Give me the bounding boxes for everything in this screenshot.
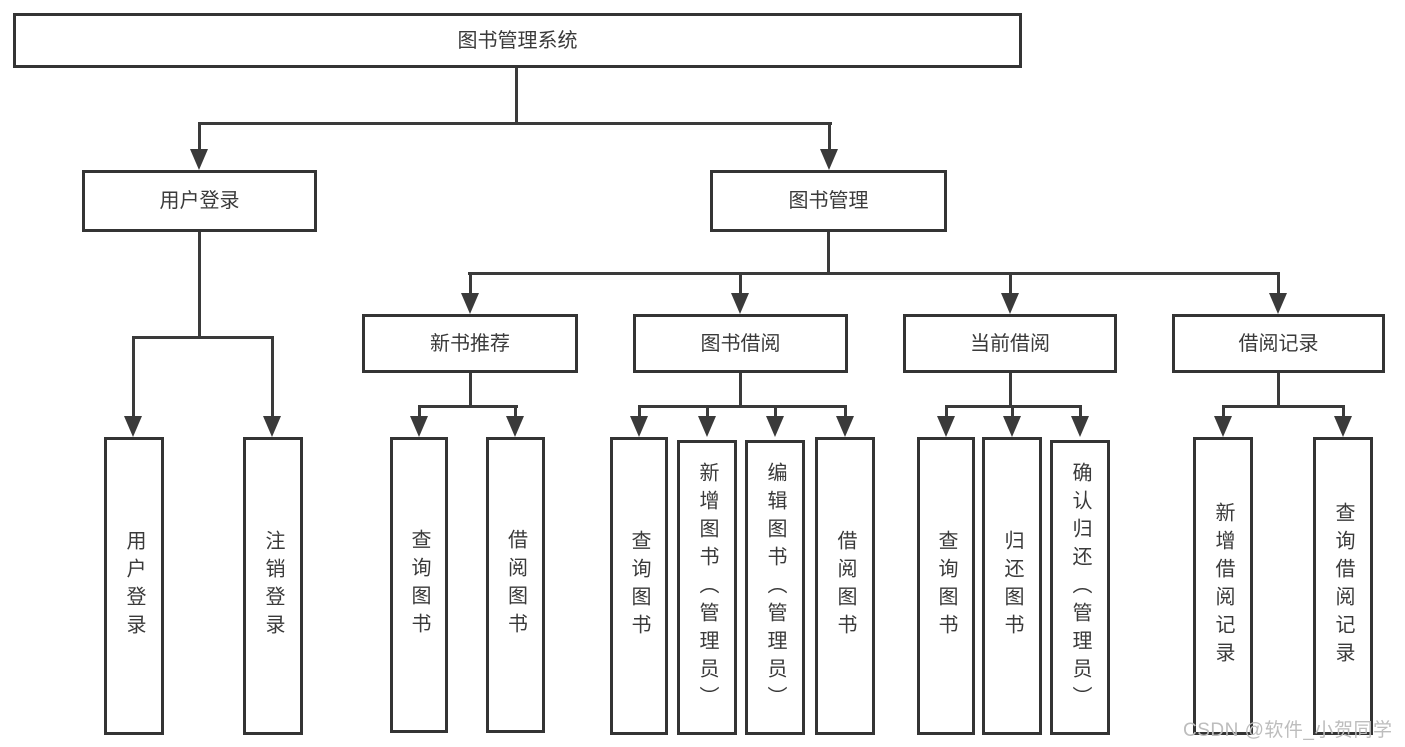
connector-line bbox=[1222, 405, 1225, 420]
node-book-borrowing: 图书借阅 bbox=[633, 314, 848, 373]
arrow-down-icon bbox=[820, 149, 838, 170]
node-borrowing-records: 借阅记录 bbox=[1172, 314, 1385, 373]
connector-line bbox=[638, 405, 846, 408]
arrow-down-icon bbox=[630, 416, 648, 437]
node-book-management: 图书管理 bbox=[710, 170, 947, 232]
arrow-down-icon bbox=[506, 416, 524, 437]
connector-line bbox=[638, 405, 641, 420]
connector-line bbox=[515, 68, 518, 125]
connector-line bbox=[198, 230, 201, 339]
leaf-query-books: 查询图书 bbox=[610, 437, 668, 735]
arrow-down-icon bbox=[1214, 416, 1232, 437]
connector-line bbox=[198, 122, 201, 154]
connector-line bbox=[418, 405, 421, 420]
connector-line bbox=[1011, 405, 1014, 420]
node-root-system: 图书管理系统 bbox=[13, 13, 1022, 68]
arrow-down-icon bbox=[1001, 293, 1019, 314]
connector-line bbox=[774, 405, 777, 420]
arrow-down-icon bbox=[731, 293, 749, 314]
csdn-watermark: CSDN @软件_小贺同学 bbox=[1183, 720, 1393, 741]
leaf-logout: 注销登录 bbox=[243, 437, 303, 735]
arrow-down-icon bbox=[410, 416, 428, 437]
arrow-down-icon bbox=[937, 416, 955, 437]
connector-line bbox=[469, 272, 472, 298]
connector-line bbox=[1342, 405, 1345, 420]
connector-line bbox=[1277, 371, 1280, 408]
connector-line bbox=[468, 272, 1280, 275]
leaf-user-login: 用户登录 bbox=[104, 437, 164, 735]
connector-line bbox=[739, 371, 742, 408]
arrow-down-icon bbox=[124, 416, 142, 437]
leaf-borrow-books: 借阅图书 bbox=[486, 437, 545, 733]
connector-line bbox=[827, 230, 830, 275]
node-user-login: 用户登录 bbox=[82, 170, 317, 232]
node-current-borrowing: 当前借阅 bbox=[903, 314, 1117, 373]
connector-line bbox=[271, 336, 274, 420]
connector-line bbox=[198, 122, 832, 125]
leaf-return-books: 归还图书 bbox=[982, 437, 1042, 735]
connector-line bbox=[706, 405, 709, 420]
leaf-confirm-return-admin: 确认归还（管理员） bbox=[1050, 440, 1110, 735]
connector-line bbox=[1009, 371, 1012, 408]
leaf-query-borrow-record: 查询借阅记录 bbox=[1313, 437, 1373, 735]
arrow-down-icon bbox=[1269, 293, 1287, 314]
connector-line bbox=[418, 405, 518, 408]
connector-line bbox=[844, 405, 847, 420]
connector-line bbox=[132, 336, 135, 420]
arrow-down-icon bbox=[1003, 416, 1021, 437]
leaf-query-books: 查询图书 bbox=[390, 437, 448, 733]
connector-line bbox=[469, 371, 472, 408]
connector-line bbox=[828, 122, 831, 154]
leaf-add-borrow-record: 新增借阅记录 bbox=[1193, 437, 1253, 735]
connector-line bbox=[1222, 405, 1344, 408]
arrow-down-icon bbox=[766, 416, 784, 437]
leaf-add-book-admin: 新增图书（管理员） bbox=[677, 440, 737, 735]
connector-line bbox=[945, 405, 948, 420]
leaf-query-books: 查询图书 bbox=[917, 437, 975, 735]
connector-line bbox=[132, 336, 274, 339]
arrow-down-icon bbox=[1071, 416, 1089, 437]
node-new-book-recommendation: 新书推荐 bbox=[362, 314, 578, 373]
arrow-down-icon bbox=[263, 416, 281, 437]
arrow-down-icon bbox=[461, 293, 479, 314]
arrow-down-icon bbox=[190, 149, 208, 170]
arrow-down-icon bbox=[836, 416, 854, 437]
connector-line bbox=[739, 272, 742, 298]
arrow-down-icon bbox=[1334, 416, 1352, 437]
connector-line bbox=[514, 405, 517, 420]
arrow-down-icon bbox=[698, 416, 716, 437]
leaf-borrow-books: 借阅图书 bbox=[815, 437, 875, 735]
connector-line bbox=[1277, 272, 1280, 298]
connector-line bbox=[1009, 272, 1012, 298]
connector-line bbox=[1079, 405, 1082, 420]
leaf-edit-book-admin: 编辑图书（管理员） bbox=[745, 440, 805, 735]
